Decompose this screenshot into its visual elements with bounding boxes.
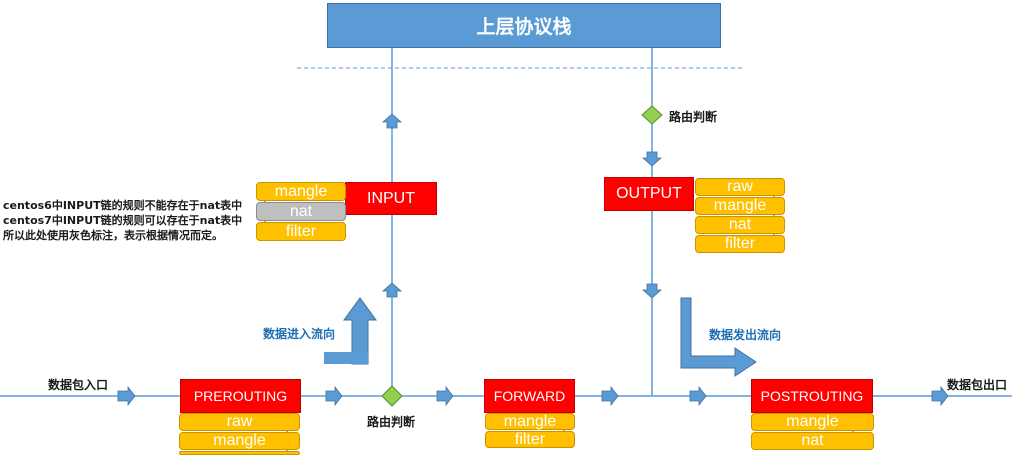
routing-diamond-top (641, 105, 663, 125)
routing-diamond-bottom (381, 385, 403, 407)
right-arrow-icon (601, 385, 619, 407)
packet-in-label: 数据包入口 (48, 378, 109, 392)
table-prerouting-mangle: mangle (179, 432, 300, 450)
centos-note: centos6中INPUT链的规则不能存在于nat表中 centos7中INPU… (3, 198, 242, 243)
table-prerouting-cut (179, 451, 300, 455)
table-output-raw: raw (695, 178, 785, 196)
chain-forward: FORWARD (484, 379, 575, 413)
upper-protocol-stack-box: 上层协议栈 (327, 3, 721, 48)
chain-postrouting: POSTROUTING (751, 379, 873, 413)
chain-prerouting: PREROUTING (180, 379, 301, 413)
outbound-flow-label: 数据发出流向 (709, 328, 782, 342)
note-line: 所以此处使用灰色标注，表示根据情况而定。 (3, 229, 223, 242)
down-arrow-icon (641, 283, 663, 299)
outbound-flow-arrow (680, 297, 757, 377)
routing-decision-bottom-label: 路由判断 (367, 415, 416, 429)
table-prerouting-raw: raw (179, 413, 300, 431)
down-arrow-icon (641, 151, 663, 167)
chain-input: INPUT (345, 182, 437, 215)
chain-output: OUTPUT (604, 177, 694, 211)
table-output-nat: nat (695, 216, 785, 234)
table-input-mangle: mangle (256, 182, 346, 201)
table-output-filter: filter (695, 235, 785, 253)
right-arrow-icon (689, 385, 707, 407)
table-postrouting-mangle: mangle (751, 413, 874, 431)
table-input-nat: nat (256, 202, 346, 221)
table-forward-filter: filter (485, 431, 575, 448)
table-postrouting-nat: nat (751, 432, 874, 450)
right-arrow-icon (117, 385, 136, 407)
right-arrow-icon (931, 385, 949, 407)
table-input-filter: filter (256, 222, 346, 241)
routing-decision-top-label: 路由判断 (669, 110, 718, 124)
inbound-flow-label: 数据进入流向 (263, 327, 336, 341)
note-line: centos7中INPUT链的规则可以存在于nat表中 (3, 214, 243, 227)
table-forward-mangle: mangle (485, 413, 575, 430)
right-arrow-icon (436, 385, 454, 407)
table-output-mangle: mangle (695, 197, 785, 215)
packet-out-label: 数据包出口 (947, 378, 1008, 392)
note-line: centos6中INPUT链的规则不能存在于nat表中 (3, 199, 243, 212)
up-arrow-icon (381, 113, 403, 129)
right-arrow-icon (325, 385, 343, 407)
up-arrow-icon (381, 282, 403, 298)
